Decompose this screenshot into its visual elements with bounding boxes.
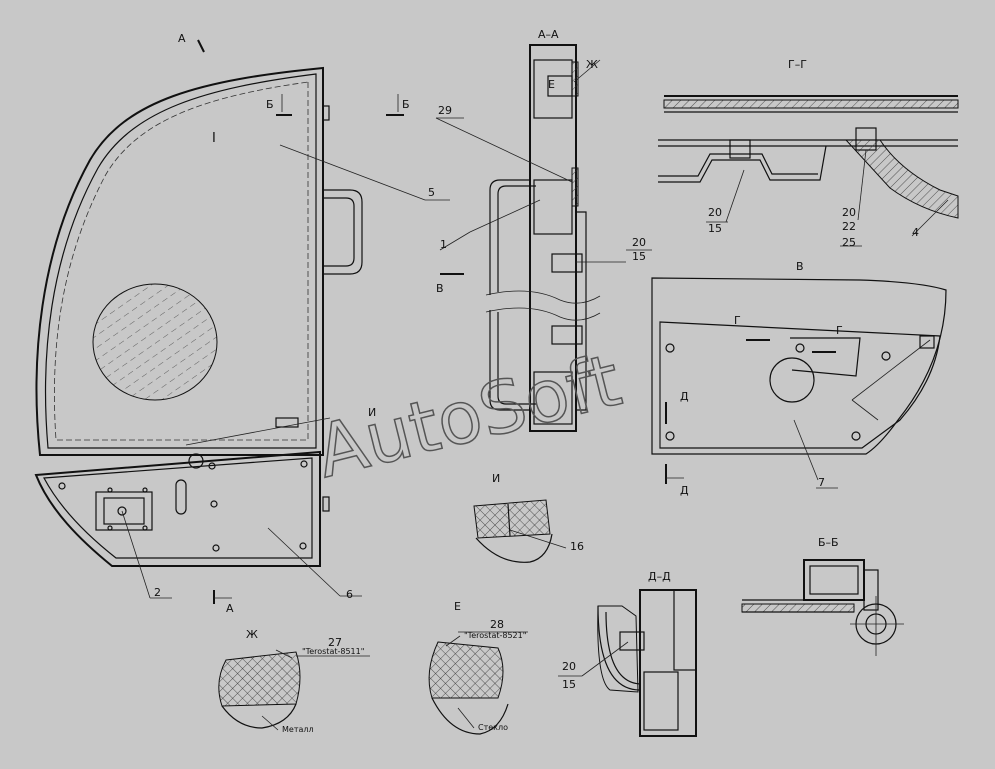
callout-28: 28 [490,618,504,631]
marker-g-right: Г [836,324,843,337]
callout-1: 1 [440,238,447,251]
note-terostat-8511: "Terostat-8511" [302,647,364,656]
callout-5: 5 [428,186,435,199]
marker-b-right: Б [402,98,410,111]
callout-15-dd: 15 [562,678,576,691]
callout-15-aa: 15 [632,250,646,263]
detail-label-e: Е [454,600,461,613]
detail-label-i: И [492,472,500,485]
marker-a-top: А [178,32,186,45]
note-glass: Стекло [478,723,508,732]
view-v [651,277,947,489]
callout-27: 27 [328,636,342,649]
section-label-dd: Д–Д [648,570,671,583]
callout-16: 16 [570,540,584,553]
watermark: AutoSoft [308,338,628,494]
marker-g-left: Г [734,314,741,327]
section-aa [435,44,652,432]
section-gg [658,95,959,247]
marker-d-bottom: Д [680,484,689,497]
note-terostat-8521: "Terostat-8521" [464,631,526,640]
marker-i: И [368,406,376,419]
door-main-view [34,39,450,604]
marker-b-left: Б [266,98,274,111]
callout-29: 29 [438,104,452,117]
marker-v-arrow: В [436,282,444,295]
marker-e: Е [548,78,555,91]
detail-zh [218,649,370,731]
marker-zh: Ж [586,58,598,71]
callout-20-g1: 20 [708,206,722,219]
callout-6: 6 [346,588,353,601]
detail-label-zh: Ж [246,628,258,641]
section-label-bb: Б–Б [818,536,839,549]
callout-2: 2 [154,586,161,599]
detail-e [428,631,528,735]
section-dd [558,589,697,737]
callout-7: 7 [818,476,825,489]
section-label-gg: Г–Г [788,58,807,71]
marker-a-bottom: А [226,602,234,615]
callout-22-g2: 22 [842,220,856,233]
callout-4: 4 [912,226,919,239]
marker-d-top: Д [680,390,689,403]
view-label-v: В [796,260,804,273]
section-label-aa: А–А [538,28,559,41]
note-metal: Металл [282,725,314,734]
callout-20-dd: 20 [562,660,576,673]
section-bb [741,559,904,656]
callout-20-aa: 20 [632,236,646,249]
callout-25-g2: 25 [842,236,856,249]
door-mark: I [212,131,216,146]
callout-15-g1: 15 [708,222,722,235]
callout-20-g2: 20 [842,206,856,219]
detail-i [473,499,567,563]
